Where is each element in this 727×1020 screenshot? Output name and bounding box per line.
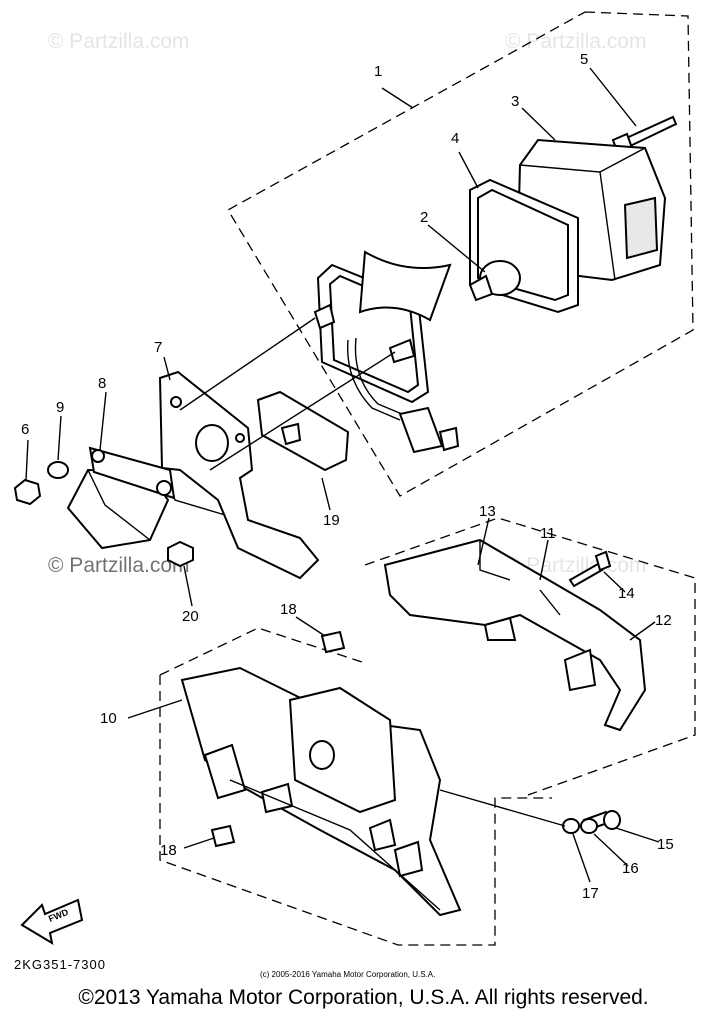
callout-12: 12: [655, 612, 672, 629]
callout-4: 4: [451, 130, 459, 147]
callout-1: 1: [374, 63, 382, 80]
group-outline-tail-light: [227, 11, 694, 497]
callout-5: 5: [580, 51, 588, 68]
watermark-middle-left: © Partzilla.com: [48, 554, 190, 577]
callout-10: 10: [100, 710, 117, 727]
callout-14: 14: [618, 585, 635, 602]
copyright-notice: ©2013 Yamaha Motor Corporation, U.S.A. A…: [78, 986, 649, 1009]
callout-15: 15: [657, 836, 674, 853]
callout-19: 19: [323, 512, 340, 529]
nut-part-20: [167, 540, 194, 568]
license-light-part-8: [66, 446, 176, 550]
callout-11: 11: [540, 525, 556, 542]
watermark-top-left: © Partzilla.com: [48, 30, 190, 53]
base-part-10: [180, 666, 462, 917]
washer-part-17: [562, 818, 580, 834]
bulb-part-2: [468, 260, 521, 302]
small-copyright: (c) 2005-2016 Yamaha Motor Corporation, …: [260, 970, 435, 979]
callout-6: 6: [21, 421, 29, 438]
reflector-part-19: [256, 390, 350, 472]
group-outline-side-cover: [364, 517, 696, 796]
nut-part-6: [13, 478, 42, 506]
side-cover-part-11: [383, 538, 647, 732]
callout-9: 9: [56, 399, 64, 416]
callout-13: 13: [479, 503, 496, 520]
socket-housing: [313, 250, 460, 454]
leader-lines: [25, 67, 660, 883]
callout-20: 20: [182, 608, 199, 625]
callout-2: 2: [420, 209, 428, 226]
grommet-part-18-bottom: [210, 824, 236, 848]
grommet-part-18-top: [320, 630, 346, 654]
washer-part-9: [47, 461, 69, 479]
watermark-middle-right: © Partzilla.com: [505, 554, 647, 577]
callout-17: 17: [582, 885, 599, 902]
watermark-top-right: © Partzilla.com: [505, 30, 647, 53]
callout-18-top: 18: [280, 601, 297, 618]
screw-part-14: [568, 550, 612, 588]
fwd-arrow-icon: FWD: [20, 898, 84, 946]
callout-7: 7: [154, 339, 162, 356]
bracket-part-7: [158, 370, 320, 580]
callout-18-bottom: 18: [160, 842, 177, 859]
callout-8: 8: [98, 375, 106, 392]
washer-part-16: [580, 818, 598, 834]
diagram-code: 2KG351-7300: [14, 957, 106, 972]
callout-16: 16: [622, 860, 639, 877]
callout-3: 3: [511, 93, 519, 110]
